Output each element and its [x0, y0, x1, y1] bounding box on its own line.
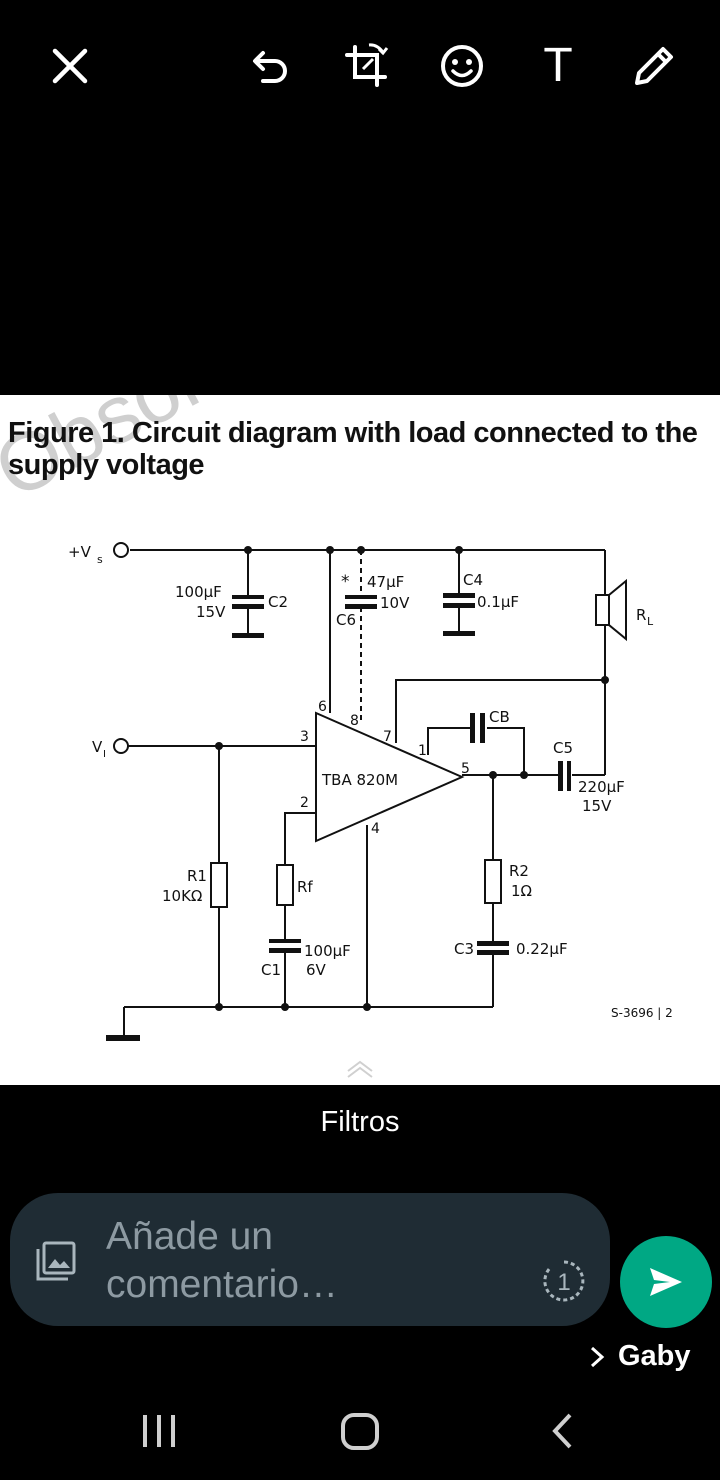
- rl-sub: L: [647, 615, 654, 628]
- rf-label: Rf: [297, 878, 313, 896]
- c3-label: C3: [454, 940, 474, 958]
- chevron-right-icon: [590, 1346, 605, 1367]
- c5-volt: 15V: [582, 797, 612, 815]
- vs-label: +V: [68, 543, 92, 561]
- pencil-icon: [635, 47, 673, 85]
- editor-toolbar: T: [0, 0, 720, 140]
- send-icon: [650, 1268, 682, 1296]
- back-icon[interactable]: [552, 1413, 572, 1449]
- vi-sub: I: [103, 749, 106, 760]
- r1-label: R1: [187, 867, 207, 885]
- c2-value: 100µF: [175, 583, 222, 601]
- c5-value: 220µF: [578, 778, 625, 796]
- rl-label: R: [636, 606, 646, 624]
- c1-value: 100µF: [304, 942, 351, 960]
- ic-label: TBA 820M: [321, 771, 398, 789]
- crop-rotate-icon: [345, 43, 389, 87]
- pin-7: 7: [383, 729, 392, 745]
- circuit-diagram: +V s V I 100µF 15V C2 * 47µF 10V C6 C4 0…: [68, 542, 673, 1041]
- cb-label: CB: [489, 708, 510, 726]
- c3-value: 0.22µF: [516, 940, 568, 958]
- c5-label: C5: [553, 739, 573, 757]
- c4-value: 0.1µF: [477, 593, 519, 611]
- pin-1: 1: [418, 743, 427, 759]
- vi-label: V: [92, 738, 103, 756]
- emoji-icon: [441, 45, 483, 87]
- crop-rotate-button[interactable]: [336, 36, 396, 96]
- text-tool-button[interactable]: T: [528, 36, 588, 96]
- c4-label: C4: [463, 571, 483, 589]
- view-once-icon[interactable]: 1: [542, 1259, 586, 1303]
- undo-icon: [253, 51, 287, 83]
- text-tool-label: T: [543, 39, 573, 92]
- pin-3: 3: [300, 729, 309, 745]
- filters-label[interactable]: Filtros: [320, 1106, 400, 1138]
- recipient-row[interactable]: Gaby: [588, 1340, 691, 1373]
- pin-6: 6: [318, 699, 327, 715]
- recent-apps-icon[interactable]: [143, 1415, 175, 1447]
- view-once-count: 1: [557, 1269, 570, 1296]
- chevron-up-icon[interactable]: [344, 1057, 376, 1081]
- close-button[interactable]: [40, 36, 100, 96]
- vs-sub: s: [97, 553, 103, 566]
- r2-label: R2: [509, 862, 529, 880]
- c6-label: C6: [336, 611, 356, 629]
- c6-star: *: [341, 572, 350, 592]
- c6-value: 47µF: [367, 573, 404, 591]
- emoji-button[interactable]: [432, 36, 492, 96]
- pin-5: 5: [461, 761, 470, 777]
- recipient-name: Gaby: [618, 1340, 691, 1372]
- c6-volt: 10V: [380, 594, 410, 612]
- system-navigation-bar: [143, 1413, 572, 1450]
- c1-label: C1: [261, 961, 281, 979]
- undo-button[interactable]: [240, 36, 300, 96]
- gallery-icon[interactable]: [34, 1239, 78, 1283]
- c1-volt: 6V: [306, 961, 327, 979]
- r2-value: 1Ω: [511, 882, 532, 900]
- figure-title: Figure 1. Circuit diagram with load conn…: [8, 417, 698, 481]
- send-button[interactable]: [620, 1236, 712, 1328]
- figure-reference: S-3696 | 2: [611, 1006, 673, 1020]
- image-preview[interactable]: Obsolete P Figure 1. Circuit diagram wit…: [0, 395, 720, 1085]
- pin-2: 2: [300, 795, 309, 811]
- c2-volt: 15V: [196, 603, 226, 621]
- draw-button[interactable]: [624, 36, 684, 96]
- pin-4: 4: [371, 821, 380, 837]
- comment-input[interactable]: Añade un comentario… 1: [10, 1193, 610, 1326]
- c2-label: C2: [268, 593, 288, 611]
- close-icon: [52, 48, 88, 84]
- comment-placeholder[interactable]: Añade un comentario…: [106, 1215, 338, 1306]
- r1-value: 10KΩ: [162, 887, 202, 905]
- pin-8: 8: [350, 713, 359, 729]
- home-icon[interactable]: [341, 1413, 379, 1450]
